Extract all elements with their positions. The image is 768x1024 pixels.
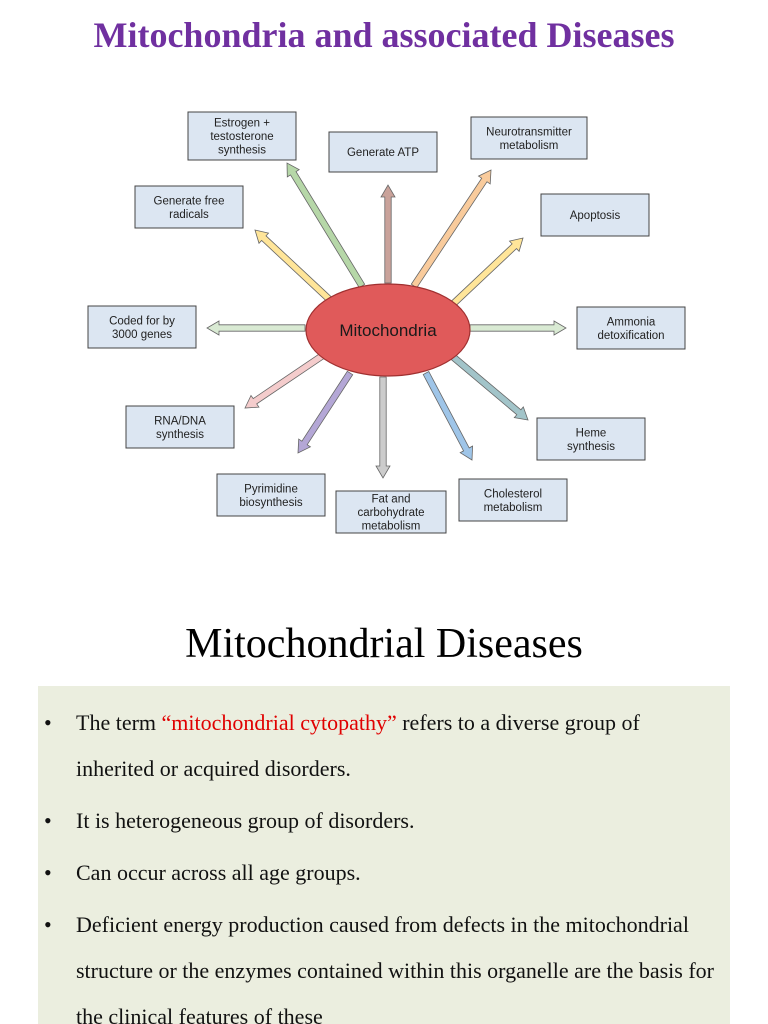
diagram-arrow: [380, 184, 396, 284]
bullet-item: Deficient energy production caused from …: [38, 902, 730, 1024]
diagram-box-label: Pyrimidine: [244, 483, 298, 495]
diagram-box-label: biosynthesis: [239, 497, 303, 509]
diagram-box-label: synthesis: [567, 441, 615, 453]
bullet-item: It is heterogeneous group of disorders.: [38, 798, 730, 844]
diagram-arrow: [450, 237, 524, 307]
bullet-text: Deficient energy production caused from …: [76, 912, 714, 1024]
diagram-box-apoptosis: [540, 193, 650, 237]
bullet-item: The term “mitochondrial cytopathy” refer…: [38, 700, 730, 792]
diagram-box-estrogen: [187, 111, 297, 161]
diagram-box-label: Neurotransmitter: [486, 126, 572, 138]
bullet-text: It is heterogeneous group of disorders.: [76, 808, 415, 833]
diagram-arrow: [375, 376, 391, 479]
diagram-box-label: Fat and: [372, 494, 411, 506]
diagram-box-genes: [87, 305, 197, 349]
bullet-text: Can occur across all age groups.: [76, 860, 361, 885]
diagram-box-label: metabolism: [500, 140, 559, 152]
diagram-arrow: [244, 352, 325, 409]
diagram-box-label: carbohydrate: [357, 507, 424, 519]
diagram-box-label: synthesis: [156, 429, 204, 441]
bullet-panel: The term “mitochondrial cytopathy” refer…: [38, 686, 730, 1024]
diagram-box-label: Apoptosis: [570, 210, 621, 222]
page-title: Mitochondria and associated Diseases: [93, 15, 675, 55]
diagram-arrows: [206, 162, 567, 479]
diagram-box-label: metabolism: [362, 521, 421, 533]
diagram-box-label: RNA/DNA: [154, 415, 206, 427]
diagram-box-label: Heme: [576, 427, 607, 439]
diagram-arrow: [449, 353, 529, 421]
diagram-box-label: metabolism: [484, 502, 543, 514]
diagram-box-ammonia: [576, 306, 686, 350]
diagram-box-neurotransmitter: [470, 116, 588, 160]
diagram-box-label: Estrogen +: [214, 118, 270, 130]
diagram-box-heme: [536, 417, 646, 461]
bullet-list: The term “mitochondrial cytopathy” refer…: [38, 686, 730, 1024]
diagram-box-fat-carb: [335, 490, 447, 534]
diagram-box-label: Generate free: [154, 195, 225, 207]
diagram-box-label: 3000 genes: [112, 329, 172, 341]
diagram-box-label: Cholesterol: [484, 488, 542, 500]
diagram-arrow: [297, 370, 354, 454]
diagram-box-rna-dna: [125, 405, 235, 449]
diagram-box-pyrimidine: [216, 473, 326, 517]
diagram-box-label: Ammonia: [607, 316, 656, 328]
diagram-box-atp: [328, 131, 438, 173]
diagram-arrow: [422, 370, 474, 461]
diagram-arrow: [206, 320, 306, 336]
diagram-box-free-radicals: [134, 185, 244, 229]
diagram-arrow: [286, 162, 366, 289]
diagram-box-label: radicals: [169, 209, 209, 221]
diagram-box-label: synthesis: [218, 145, 266, 157]
mitochondria-ellipse: [305, 283, 471, 377]
diagram-box-label: Generate ATP: [347, 147, 419, 159]
diagram-box-label: detoxification: [597, 330, 664, 342]
bullet-highlight: “mitochondrial cytopathy”: [161, 710, 397, 735]
bullet-text: refers to a diverse group of inherited o…: [76, 710, 640, 781]
diagram-box-label: testosterone: [210, 131, 273, 143]
section-heading: Mitochondrial Diseases: [185, 621, 583, 667]
diagram-arrow: [469, 320, 567, 336]
bullet-text: The term: [76, 710, 162, 735]
diagram-box-label: Coded for by: [109, 315, 175, 327]
diagram-arrow: [254, 229, 333, 303]
bullet-item: Can occur across all age groups.: [38, 850, 730, 896]
diagram-arrow: [410, 169, 492, 289]
center-label: Mitochondria: [339, 321, 437, 340]
diagram-box-cholesterol: [458, 478, 568, 522]
